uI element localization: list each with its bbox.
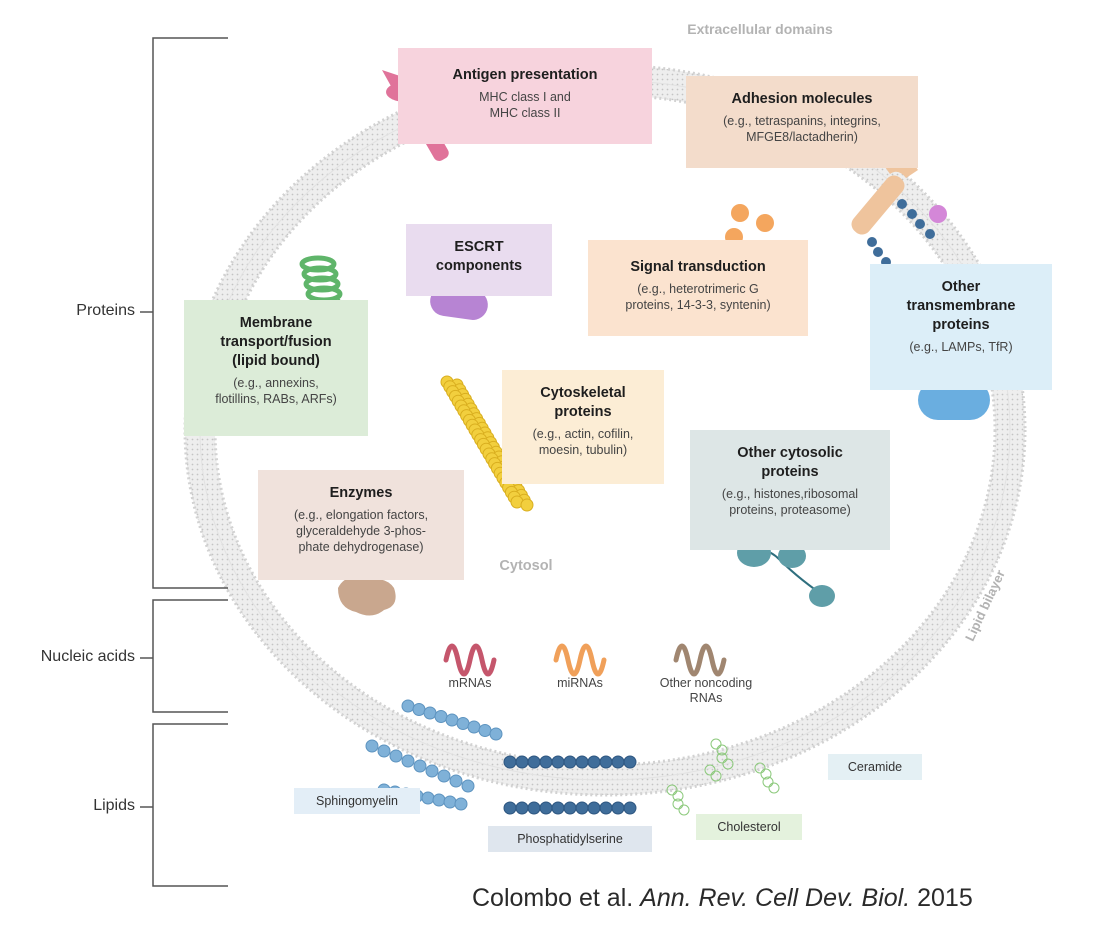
cholesterol-label: Cholesterol bbox=[696, 814, 802, 840]
membrane-title2: transport/fusion bbox=[220, 334, 332, 350]
citation-journal: Ann. Rev. Cell Dev. Biol. bbox=[640, 884, 911, 912]
othertm-title2: transmembrane bbox=[906, 298, 1016, 314]
category-bracket bbox=[140, 37, 228, 887]
membrane-line2: flotillins, RABs, ARFs) bbox=[215, 392, 337, 406]
othercyto-line2: proteins, proteasome) bbox=[729, 503, 851, 517]
enzyme-shape bbox=[338, 577, 396, 616]
cytoskeletal-line2: moesin, tubulin) bbox=[538, 443, 628, 457]
membrane-title1: Membrane bbox=[239, 315, 313, 331]
signal-title: Signal transduction bbox=[630, 259, 766, 275]
signal-transduction-box: Signal transduction (e.g., heterotrimeri… bbox=[588, 240, 808, 336]
other-cytosolic-box: Other cytosolic proteins (e.g., histones… bbox=[690, 430, 890, 550]
mirna-label: miRNAs bbox=[557, 676, 603, 690]
cytosol-label: Cytosol bbox=[486, 558, 566, 574]
antigen-presentation-box: Antigen presentation MHC class I and MHC… bbox=[398, 48, 652, 144]
ceramide-heads bbox=[867, 199, 935, 267]
citation-year: 2015 bbox=[917, 884, 973, 912]
mrna-label: mRNAs bbox=[448, 676, 492, 690]
antigen-line1: MHC class I and bbox=[479, 90, 571, 104]
rna-squiggles bbox=[443, 643, 727, 677]
adhesion-title: Adhesion molecules bbox=[731, 91, 873, 107]
escrt-title1: ESCRT bbox=[454, 239, 504, 255]
antigen-title: Antigen presentation bbox=[452, 67, 598, 83]
membrane-transport-box: Membrane transport/fusion (lipid bound) … bbox=[184, 300, 368, 436]
sphingomyelin-label: Sphingomyelin bbox=[294, 788, 420, 814]
antigen-line2: MHC class II bbox=[489, 106, 561, 120]
category-nucleic-acids: Nucleic acids bbox=[40, 648, 135, 665]
cytosol-text: Cytosol bbox=[499, 558, 553, 574]
category-lipids: Lipids bbox=[93, 797, 135, 814]
transmembrane-protein-shape bbox=[918, 380, 990, 420]
category-proteins: Proteins bbox=[76, 302, 135, 319]
cytoskeletal-line1: (e.g., actin, cofilin, bbox=[532, 427, 634, 441]
cytoskeletal-title2: proteins bbox=[554, 404, 612, 420]
extracellular-label: Extracellular domains bbox=[680, 20, 840, 38]
other-rna-label-1: Other noncoding bbox=[659, 676, 753, 690]
escrt-title2: components bbox=[435, 258, 523, 274]
extracellular-text: Extracellular domains bbox=[687, 21, 833, 37]
signal-line2: proteins, 14-3-3, syntenin) bbox=[625, 298, 771, 312]
othertm-line1: (e.g., LAMPs, TfR) bbox=[909, 340, 1013, 354]
cytoskeletal-title1: Cytoskeletal bbox=[540, 385, 626, 401]
phosphatidylserine-heads bbox=[503, 755, 637, 815]
membrane-title3: (lipid bound) bbox=[232, 353, 320, 369]
enzymes-box: Enzymes (e.g., elongation factors, glyce… bbox=[258, 470, 464, 580]
othertm-title3: proteins bbox=[932, 317, 990, 333]
enzymes-title: Enzymes bbox=[329, 485, 393, 501]
ceramide-label: Ceramide bbox=[828, 754, 922, 780]
adhesion-line2: MFGE8/lactadherin) bbox=[746, 130, 858, 144]
adhesion-line1: (e.g., tetraspanins, integrins, bbox=[723, 114, 881, 128]
othercyto-title2: proteins bbox=[761, 464, 819, 480]
phosphatidylserine-label: Phosphatidylserine bbox=[488, 826, 652, 852]
enzymes-line1: (e.g., elongation factors, bbox=[293, 508, 429, 522]
adhesion-molecules-box: Adhesion molecules (e.g., tetraspanins, … bbox=[686, 76, 918, 168]
othercyto-line1: (e.g., histones,ribosomal bbox=[721, 487, 859, 501]
other-transmembrane-box: Other transmembrane proteins (e.g., LAMP… bbox=[870, 264, 1052, 390]
escrt-box: ESCRT components bbox=[406, 224, 552, 296]
signal-line1: (e.g., heterotrimeric G bbox=[637, 282, 759, 296]
citation-authors: Colombo et al. bbox=[472, 884, 634, 912]
enzymes-line3: phate dehydrogenase) bbox=[298, 540, 424, 554]
cholesterol-molecules bbox=[666, 738, 780, 816]
cytoskeletal-box: Cytoskeletal proteins (e.g., actin, cofi… bbox=[502, 370, 664, 484]
othercyto-title1: Other cytosolic bbox=[737, 445, 843, 461]
enzymes-line2: glyceraldehyde 3-phos- bbox=[296, 524, 426, 538]
citation: Colombo et al. Ann. Rev. Cell Dev. Biol.… bbox=[472, 884, 973, 913]
membrane-line1: (e.g., annexins, bbox=[233, 376, 319, 390]
other-rna-label-2: RNAs bbox=[689, 691, 723, 705]
othertm-title1: Other bbox=[941, 279, 981, 295]
